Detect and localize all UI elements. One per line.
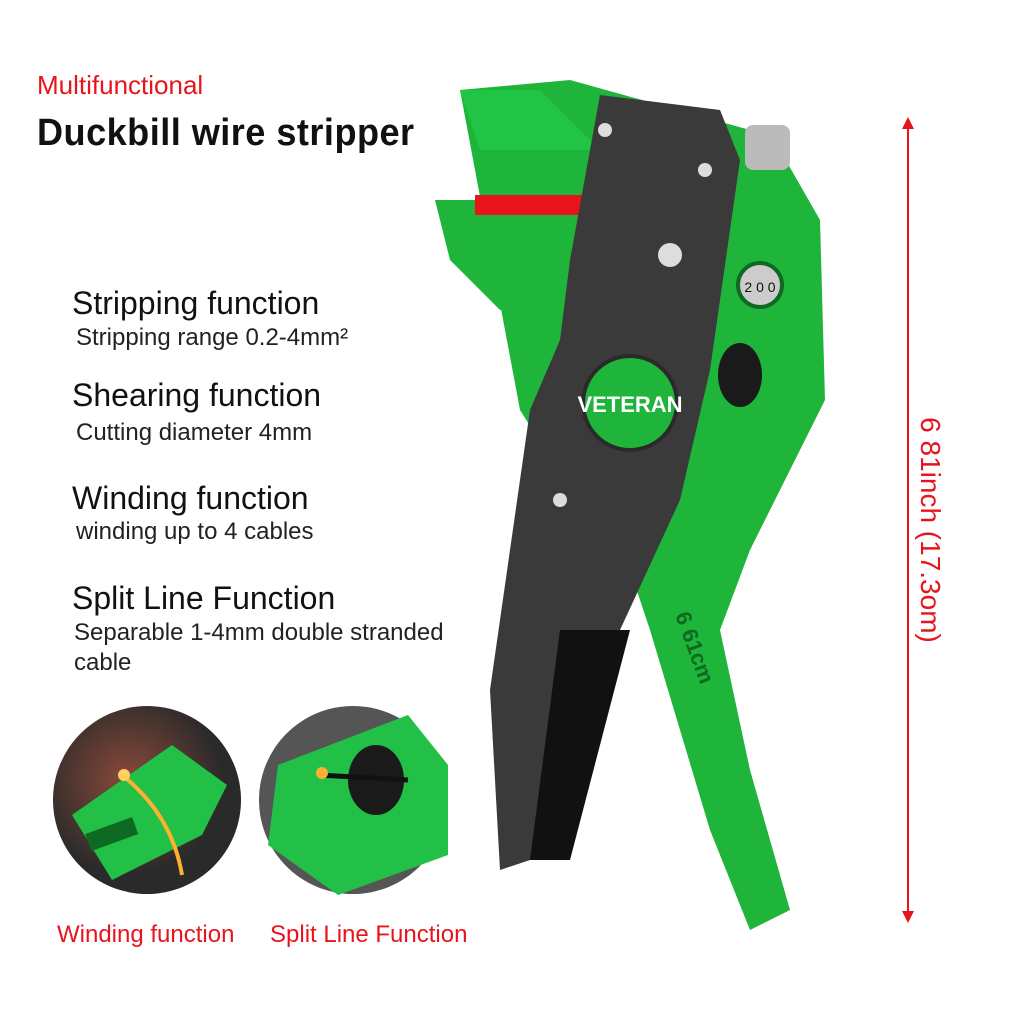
feature-title: Shearing function — [72, 377, 322, 413]
page-title: Duckbill wire stripper — [37, 112, 415, 154]
dial-numbers: 2 0 0 — [744, 279, 775, 295]
brand-logo: VETERAN — [577, 392, 682, 417]
split-line-inset-image — [259, 706, 448, 895]
feature-desc: Stripping range 0.2-4mm² — [76, 324, 349, 351]
dimension-label: 6 81inch (17.3om) — [915, 417, 946, 643]
inset-caption: Winding function — [57, 921, 235, 948]
subtitle: Multifunctional — [37, 70, 204, 100]
inset-caption: Split Line Function — [270, 921, 468, 948]
feature-desc: Separable 1-4mm double stranded cable — [74, 619, 444, 676]
feature-title: Split Line Function — [72, 580, 336, 616]
feature-title: Winding function — [72, 480, 309, 516]
dimension-label-wrap: 6 81inch (17.3om) — [890, 380, 970, 680]
feature-title: Stripping function — [72, 285, 320, 321]
feature-desc: Cutting diameter 4mm — [76, 419, 313, 446]
wire-stripper-image: 2 0 0 VETERAN 6 61cm — [435, 80, 825, 930]
dimension-arrow — [902, 117, 914, 923]
feature-desc: winding up to 4 cables — [76, 518, 314, 545]
winding-inset-image — [53, 706, 241, 894]
